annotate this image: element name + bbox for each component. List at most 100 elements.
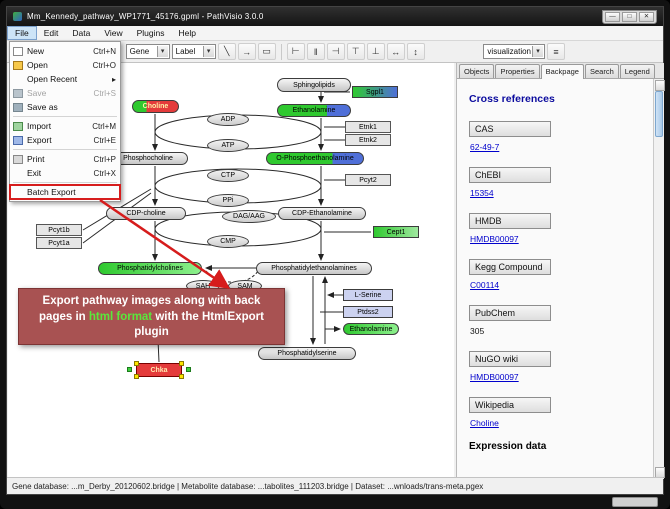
pathway-node-cmp[interactable]: CMP xyxy=(207,235,249,248)
selection-handle[interactable] xyxy=(134,361,139,366)
file-menu-item-batch-export[interactable]: Batch Export xyxy=(9,184,121,200)
pathway-node-pcyt1a[interactable]: Pcyt1a xyxy=(36,237,82,249)
line-tool-icon[interactable]: ╲ xyxy=(217,43,236,60)
crossref-link[interactable]: 15354 xyxy=(470,188,494,198)
pathway-node-phosphatidylcholines[interactable]: Phosphatidylcholines xyxy=(98,262,202,275)
pathway-node-pcyt1b[interactable]: Pcyt1b xyxy=(36,224,82,236)
tab-search[interactable]: Search xyxy=(584,64,619,78)
menu-help[interactable]: Help xyxy=(178,28,196,38)
toolbar-separator xyxy=(280,43,282,60)
minimize-button[interactable]: — xyxy=(605,11,620,22)
pathway-node-chka[interactable]: Chka xyxy=(127,361,191,379)
crossref-link[interactable]: C00114 xyxy=(470,280,500,290)
pathway-node-phosphocholine[interactable]: Phosphocholine xyxy=(108,152,188,165)
arrow-tool-icon[interactable]: → xyxy=(237,43,256,60)
selection-handle[interactable] xyxy=(179,374,184,379)
menu-view[interactable]: View xyxy=(104,28,123,38)
selection-handle[interactable] xyxy=(134,374,139,379)
file-menu-item-save[interactable]: Save Ctrl+S xyxy=(10,86,120,100)
datanode-template-select[interactable]: Gene xyxy=(125,44,170,59)
node-label: CDP-choline xyxy=(126,210,166,217)
align-center-icon[interactable]: ‖ xyxy=(306,43,325,60)
visualization-select[interactable]: visualization xyxy=(483,44,545,59)
panel-scrollbar[interactable] xyxy=(653,79,665,479)
pathway-node-phosphatidylserine[interactable]: Phosphatidylserine xyxy=(258,347,356,360)
menu-item-label: Import xyxy=(27,121,52,131)
crossref-link[interactable]: HMDB00097 xyxy=(470,234,519,244)
pathway-node-phosphatidylethanolamines[interactable]: Phosphatidylethanolamines xyxy=(256,262,372,275)
scrollbar-thumb[interactable] xyxy=(655,91,663,137)
expression-data-heading: Expression data xyxy=(469,441,547,452)
pathway-node-ethanolamine[interactable]: Ethanolamine xyxy=(277,104,351,117)
menu-separator xyxy=(13,149,117,150)
tab-objects[interactable]: Objects xyxy=(459,64,495,78)
menu-item-label: Open xyxy=(27,60,48,70)
pathway-node-cdp-choline[interactable]: CDP-choline xyxy=(106,207,186,220)
pathway-node-o-phosphoethanolamine[interactable]: O-Phosphoethanolamine xyxy=(266,152,364,165)
pathway-node-dag-aag[interactable]: DAG/AAG xyxy=(222,210,276,223)
align-right-icon[interactable]: ⊣ xyxy=(326,43,345,60)
pathway-node-ethanolamine[interactable]: Ethanolamine xyxy=(343,323,399,335)
menu-item-shortcut: Ctrl+S xyxy=(93,88,116,98)
close-button[interactable]: ✕ xyxy=(639,11,654,22)
align-top-icon[interactable]: ⊤ xyxy=(346,43,365,60)
menu-edit[interactable]: Edit xyxy=(43,28,59,38)
pathway-node-sgpl1[interactable]: Sgpl1 xyxy=(352,86,398,98)
title-bar[interactable]: Mm_Kennedy_pathway_WP1771_45176.gpml - P… xyxy=(7,7,663,26)
menu-plugins[interactable]: Plugins xyxy=(136,28,165,38)
pathway-node-choline[interactable]: Choline xyxy=(132,100,179,113)
menu-file[interactable]: File xyxy=(7,26,37,40)
file-menu-item-save-as[interactable]: Save as xyxy=(10,100,120,114)
match-width-icon[interactable]: ↔ xyxy=(386,43,405,60)
menu-separator xyxy=(13,182,117,183)
crossref-value: 305 xyxy=(470,326,485,336)
tab-properties[interactable]: Properties xyxy=(495,64,540,78)
shape-tool-icon[interactable]: ▭ xyxy=(257,43,276,60)
pathway-node-atp[interactable]: ATP xyxy=(207,139,249,152)
pathway-node-l-serine[interactable]: L-Serine xyxy=(343,289,393,301)
align-bottom-icon[interactable]: ⊥ xyxy=(366,43,385,60)
pathway-node-ppi[interactable]: PPi xyxy=(207,194,249,207)
file-menu-item-open-recent[interactable]: Open Recent▸ xyxy=(10,72,120,86)
node-label: CDP-Ethanolamine xyxy=(292,210,352,217)
pathway-node-cdp-ethanolamine[interactable]: CDP-Ethanolamine xyxy=(278,207,366,220)
menu-item-shortcut: Ctrl+P xyxy=(93,154,116,164)
node-label: Sphingolipids xyxy=(293,81,335,89)
pathway-node-adp[interactable]: ADP xyxy=(207,113,249,126)
visualization-settings-icon[interactable]: ≡ xyxy=(547,43,565,60)
pathway-node-cept1[interactable]: Cept1 xyxy=(373,226,419,238)
align-left-icon[interactable]: ⊢ xyxy=(286,43,305,60)
pathway-node-ptdss2[interactable]: Ptdss2 xyxy=(343,306,393,318)
crossref-link[interactable]: 62-49-7 xyxy=(470,142,500,152)
pathvisio-logo-icon xyxy=(13,12,22,21)
selection-handle[interactable] xyxy=(179,361,184,366)
node-label: Phosphatidylserine xyxy=(277,350,337,357)
maximize-button[interactable]: □ xyxy=(622,11,637,22)
label-template-select[interactable]: Label xyxy=(171,44,216,59)
match-height-icon[interactable]: ↕ xyxy=(406,43,425,60)
pathway-node-ctp[interactable]: CTP xyxy=(207,169,249,182)
pathway-node-pcyt2[interactable]: Pcyt2 xyxy=(345,174,391,186)
section-header: ChEBI xyxy=(469,167,551,183)
tab-backpage[interactable]: Backpage xyxy=(540,64,584,79)
menu-item-label: Save xyxy=(27,88,47,98)
node-label: Phosphatidylcholines xyxy=(117,265,183,272)
menu-data[interactable]: Data xyxy=(72,28,91,38)
crossreferences-title: Cross references xyxy=(469,93,555,105)
node-label: DAG/AAG xyxy=(233,213,265,220)
pathway-node-etnk1[interactable]: Etnk1 xyxy=(345,121,391,133)
pathway-node-sphingolipids[interactable]: Sphingolipids xyxy=(277,78,351,92)
crossref-link[interactable]: HMDB00097 xyxy=(470,372,519,382)
pathway-node-etnk2[interactable]: Etnk2 xyxy=(345,134,391,146)
no-icon xyxy=(13,188,23,197)
crossref-link[interactable]: Choline xyxy=(470,418,499,428)
tab-legend[interactable]: Legend xyxy=(619,64,655,78)
